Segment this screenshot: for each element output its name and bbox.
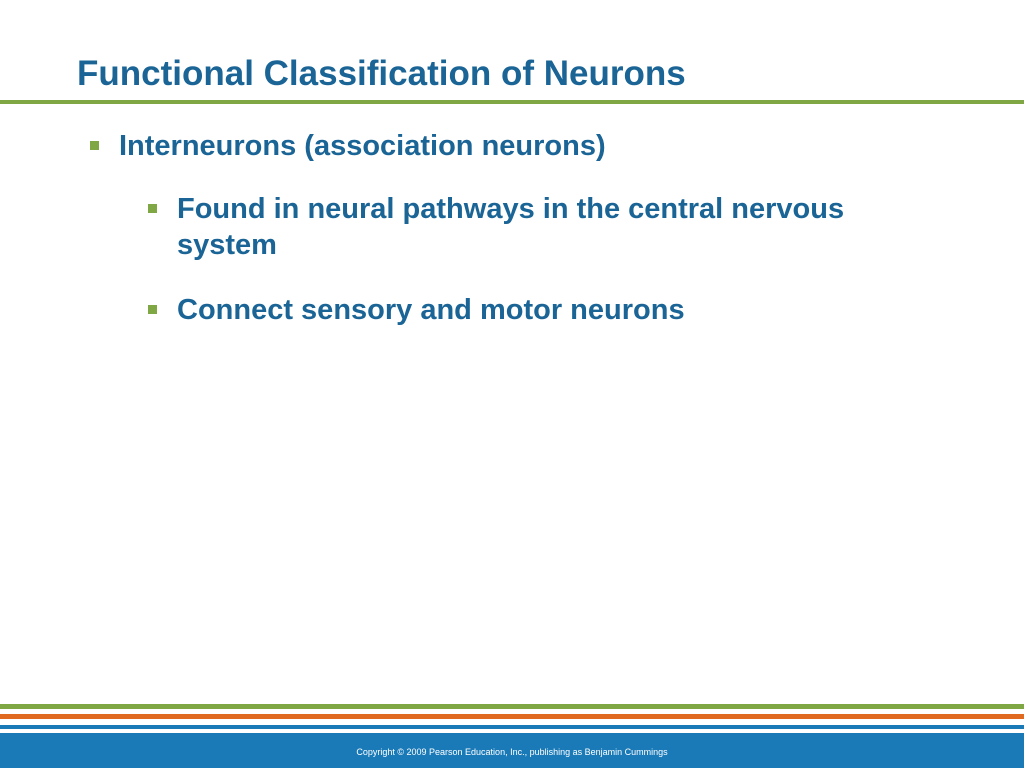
- bullet-item-connect-neurons: Connect sensory and motor neurons: [148, 292, 877, 328]
- footer-band: [0, 733, 1024, 768]
- bullet-item-neural-pathways: Found in neural pathways in the central …: [148, 191, 877, 263]
- bullet-text: Found in neural pathways in the central …: [177, 193, 845, 261]
- bullet-text: Connect sensory and motor neurons: [177, 294, 685, 326]
- footer-stripe-green: [0, 704, 1024, 709]
- footer-stripe-orange: [0, 714, 1024, 719]
- bullet-item-interneurons: Interneurons (association neurons): [90, 128, 899, 164]
- square-bullet-icon: [148, 305, 157, 314]
- bullet-text: Interneurons (association neurons): [119, 130, 606, 162]
- slide-title: Functional Classification of Neurons: [77, 54, 686, 93]
- footer-stripe-blue: [0, 725, 1024, 729]
- title-divider: [0, 100, 1024, 104]
- square-bullet-icon: [148, 204, 157, 213]
- square-bullet-icon: [90, 141, 99, 150]
- copyright-text: Copyright © 2009 Pearson Education, Inc.…: [356, 747, 668, 757]
